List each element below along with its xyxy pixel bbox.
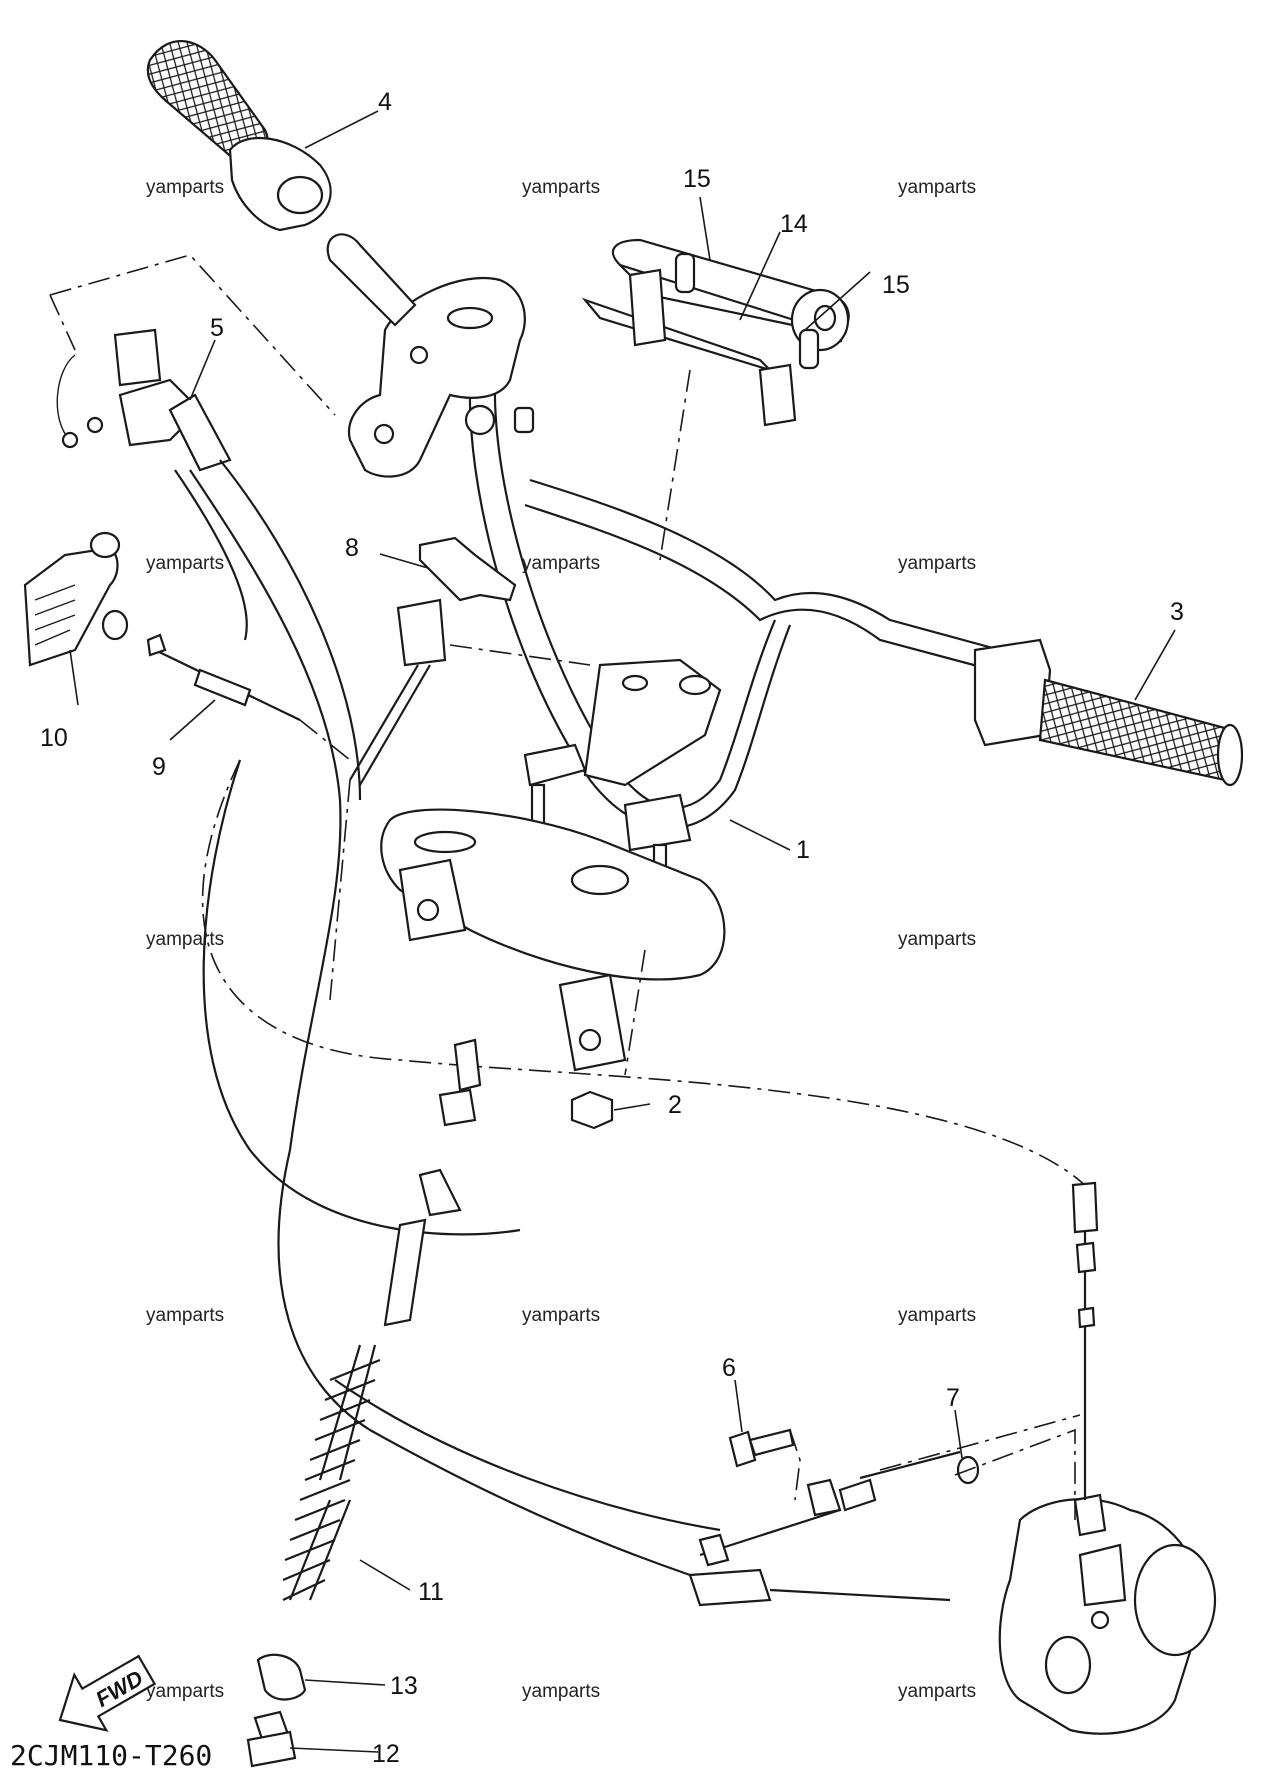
watermark: yamparts xyxy=(898,1681,976,1702)
handlebar-clamp xyxy=(523,658,722,889)
adjuster-cable xyxy=(698,1414,1081,1567)
carburetor xyxy=(998,1200,1217,1735)
callout-1: 1 xyxy=(796,836,810,864)
fwd-arrow-icon xyxy=(58,1654,157,1732)
callout-13: 13 xyxy=(390,1672,418,1700)
watermark: yamparts xyxy=(898,929,976,950)
callout-15: 15 xyxy=(683,165,711,193)
leader-lines xyxy=(69,110,1176,1753)
watermark: yamparts xyxy=(146,177,224,198)
hot-start-lever-part-10 xyxy=(23,531,129,667)
assembly-lines xyxy=(49,254,1076,1520)
callout-5: 5 xyxy=(210,314,224,342)
nut-part-2 xyxy=(570,1090,614,1130)
watermark: yamparts xyxy=(146,1305,224,1326)
throttle-housing xyxy=(326,233,535,478)
throttle-cable-part-5 xyxy=(56,328,362,1151)
watermark: yamparts xyxy=(522,177,600,198)
callout-3: 3 xyxy=(1170,598,1184,626)
bolt-part-6 xyxy=(728,1428,795,1468)
watermark: yamparts xyxy=(522,1681,600,1702)
callout-15: 15 xyxy=(882,271,910,299)
watermark: yamparts xyxy=(898,177,976,198)
callout-11: 11 xyxy=(418,1578,444,1606)
watermark: yamparts xyxy=(898,553,976,574)
lever-part-8 xyxy=(349,536,517,786)
cable-fitting xyxy=(1071,1181,1099,1329)
cable-part-11 xyxy=(282,779,482,1601)
fwd-arrow: FWD xyxy=(58,1654,157,1732)
callout-10: 10 xyxy=(40,724,68,752)
callout-8: 8 xyxy=(345,534,359,562)
watermark: yamparts xyxy=(522,1305,600,1326)
cable-end-part-13 xyxy=(256,1653,307,1701)
watermark: yamparts xyxy=(146,553,224,574)
diagram-code: 2CJM110-T260 xyxy=(10,1739,212,1772)
watermark: yamparts xyxy=(146,929,224,950)
watermark: yamparts xyxy=(146,1681,224,1702)
grip-part-4 xyxy=(146,40,332,232)
callout-14: 14 xyxy=(780,210,808,238)
upper-bracket xyxy=(380,808,726,1072)
watermark: yamparts xyxy=(522,553,600,574)
callout-12: 12 xyxy=(372,1740,400,1768)
callout-6: 6 xyxy=(722,1354,736,1382)
hot-start-cable-part-9 xyxy=(146,633,351,761)
callout-7: 7 xyxy=(946,1384,960,1412)
callout-2: 2 xyxy=(668,1091,682,1119)
watermark: yamparts xyxy=(898,1305,976,1326)
callout-4: 4 xyxy=(378,88,392,116)
bar-pad-part-14 xyxy=(612,238,850,427)
callout-9: 9 xyxy=(152,753,166,781)
cable-end-part-12 xyxy=(246,1710,297,1768)
callouts: 1 2 3 4 5 6 7 8 9 10 11 12 13 14 15 15 xyxy=(40,88,1184,1768)
grip-part-3 xyxy=(973,638,1244,787)
throttle-cable-routing xyxy=(202,759,1091,1607)
